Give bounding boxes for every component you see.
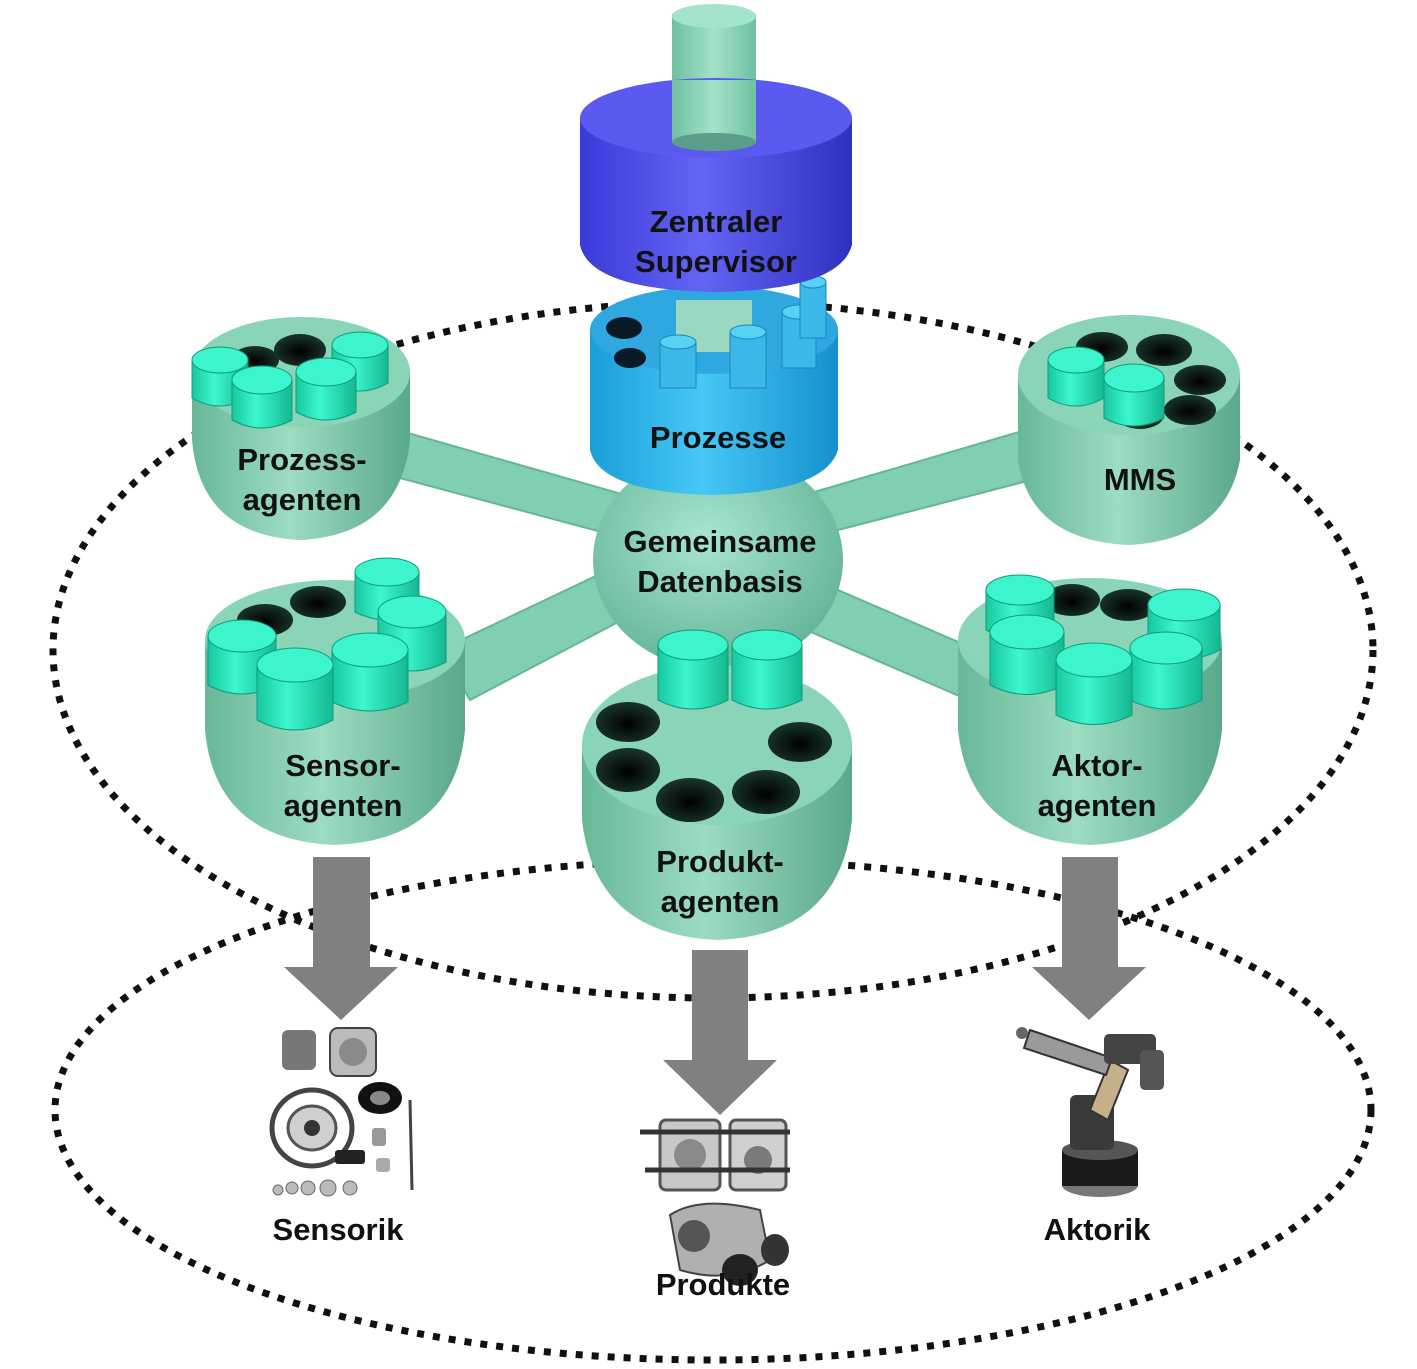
aktoragenten-label-2: agenten [1038,788,1157,823]
produktagenten-pod [582,629,852,940]
zentraler-supervisor-label-2: Supervisor [635,244,797,279]
produktagenten-label-2: agenten [661,884,780,919]
zentraler-supervisor-label-1: Zentraler [650,204,783,239]
arrow-produkte [663,950,777,1115]
lower-ring-dotted [51,856,1375,1364]
sensoragenten-pod [205,557,465,845]
datenbasis-label-1: Gemeinsame [624,524,817,559]
prozessagenten-pod [191,317,410,540]
sensor-components-icon [269,1027,414,1197]
datenbasis-label-2: Datenbasis [637,564,802,599]
prozessagenten-label-1: Prozess- [237,442,366,477]
arrow-sensorik [284,857,398,1020]
sensoragenten-label-1: Sensor- [285,748,400,783]
mms-label: MMS [1104,462,1176,497]
produktagenten-label-1: Produkt- [656,844,783,879]
aktoragenten-label-1: Aktor- [1051,748,1142,783]
arrow-aktorik [1032,857,1146,1020]
industrial-robot-icon [1016,1027,1164,1197]
sensorik-label: Sensorik [273,1212,405,1247]
sensoragenten-label-2: agenten [284,788,403,823]
arrows [284,857,1146,1115]
prozesse-cylinder [590,275,838,495]
mms-pod [1018,315,1240,545]
aktorik-label: Aktorik [1044,1212,1152,1247]
prozesse-label: Prozesse [650,420,786,455]
upper-ring-dotted [49,298,1377,1002]
aktoragenten-pod [958,574,1222,845]
produkte-label: Produkte [656,1267,790,1302]
fixture-parts-icon [640,1118,790,1286]
zentraler-supervisor-cylinder [580,78,852,292]
gemeinsame-datenbasis-hub [593,450,843,670]
prozessagenten-label-2: agenten [243,482,362,517]
